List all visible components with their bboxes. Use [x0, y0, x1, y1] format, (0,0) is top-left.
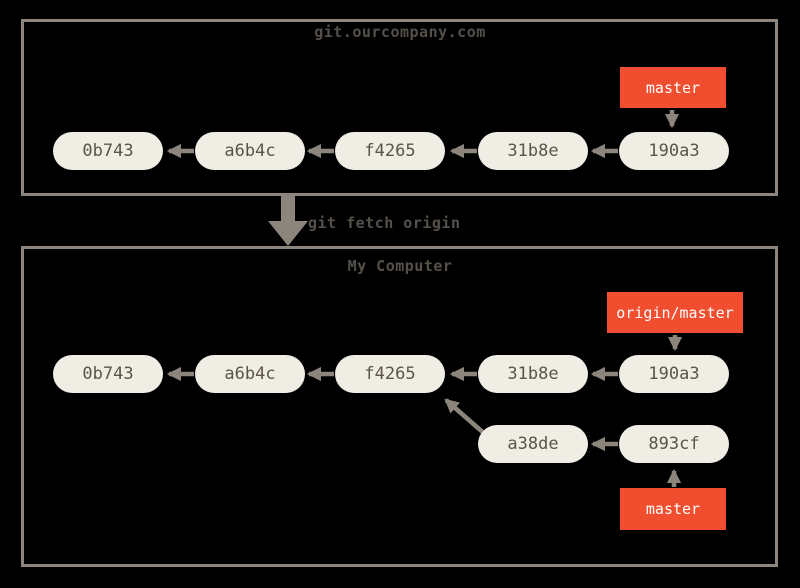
commit-node: 0b743 [53, 132, 163, 170]
local-master-branch-label: master [620, 488, 726, 530]
remote-server-box [21, 19, 778, 196]
commit-node: 0b743 [53, 355, 163, 393]
local-computer-title: My Computer [347, 257, 453, 275]
fetch-arrow [268, 195, 308, 246]
fetch-command-label: git fetch origin [308, 214, 461, 232]
commit-node: 31b8e [478, 355, 588, 393]
commit-node: 893cf [619, 425, 729, 463]
commit-node: 190a3 [619, 355, 729, 393]
commit-node: a6b4c [195, 132, 305, 170]
remote-master-branch-label: master [620, 67, 726, 108]
commit-node: a6b4c [195, 355, 305, 393]
commit-node: f4265 [335, 132, 445, 170]
commit-node: 31b8e [478, 132, 588, 170]
commit-node: a38de [478, 425, 588, 463]
local-computer-box [21, 246, 778, 567]
remote-server-title: git.ourcompany.com [314, 23, 486, 41]
commit-node: 190a3 [619, 132, 729, 170]
origin-master-branch-label: origin/master [607, 292, 743, 333]
commit-node: f4265 [335, 355, 445, 393]
